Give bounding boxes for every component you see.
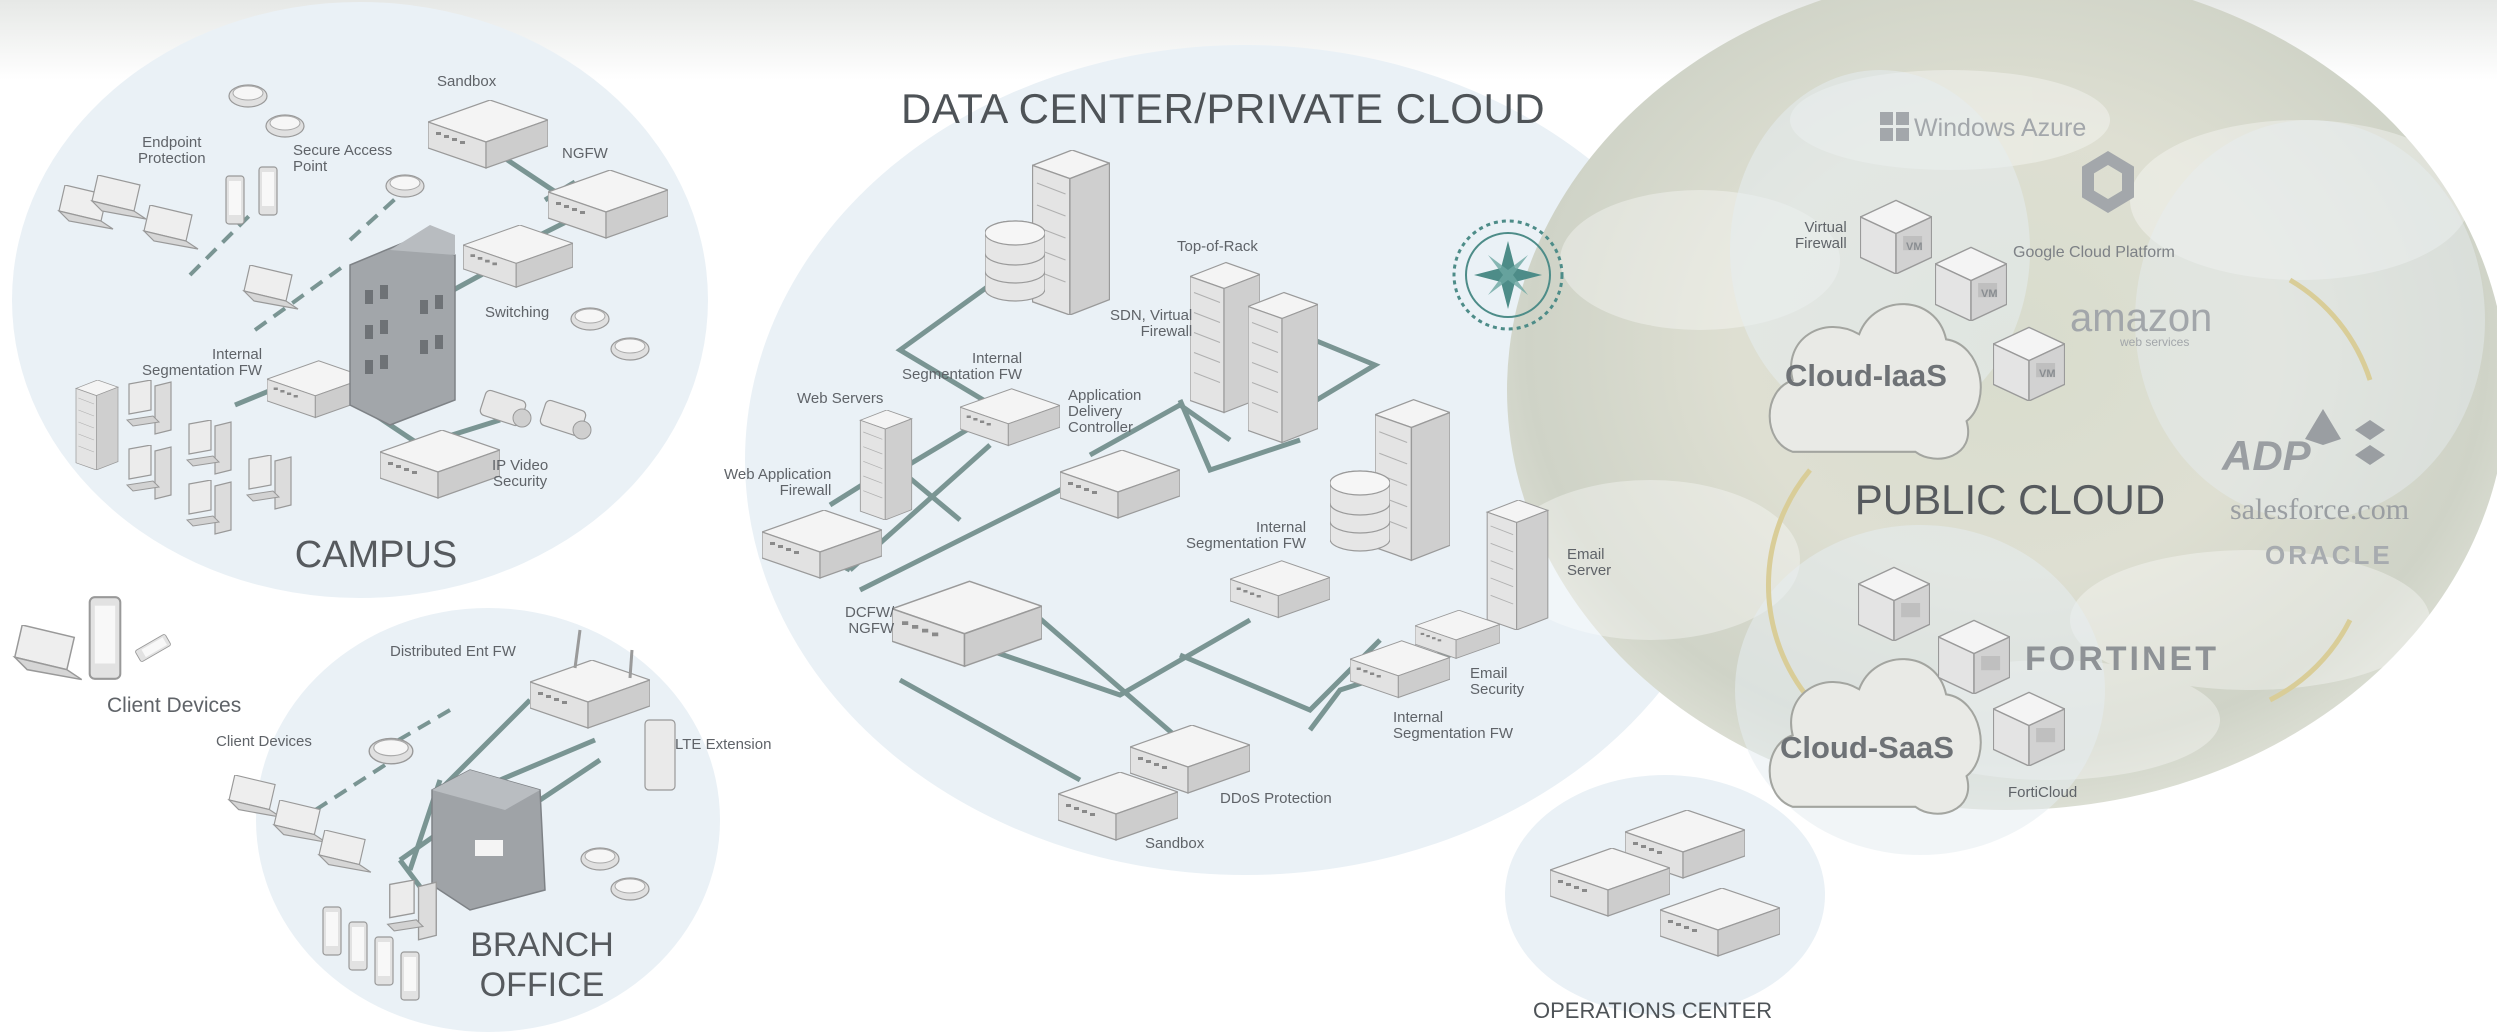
- cloud-ring-arc-left: [1766, 468, 1812, 702]
- campus-phone-2: [258, 166, 278, 216]
- dc-top-of-rack-label: Top-of-Rack: [1177, 238, 1258, 255]
- campus-ap-2: [265, 114, 305, 138]
- campus-ap-5: [610, 337, 650, 361]
- campus-building-roof: [390, 225, 455, 255]
- branch-client-devices-label: Client Devices: [216, 733, 312, 750]
- saas-cube-2: [1938, 619, 2010, 694]
- adp-logo: ADP: [2222, 432, 2311, 479]
- campus-building-windows: [365, 285, 443, 374]
- campus-ap-3: [385, 174, 425, 198]
- datacenter-title: DATA CENTER/PRIVATE CLOUD: [901, 85, 1546, 132]
- branch-phone-1: [322, 906, 342, 956]
- dc-sandbox-label: Sandbox: [1145, 835, 1205, 852]
- dc-web-servers-label: Web Servers: [797, 390, 884, 407]
- client-phone: [133, 632, 173, 664]
- campus-isfw-label: Internal Segmentation FW: [142, 346, 263, 379]
- vm-tag-3: VM: [2039, 368, 2056, 380]
- branch-lte-extension-label: LTE Extension: [675, 736, 772, 753]
- dc-top-database: [985, 220, 1045, 302]
- client-devices-label: Client Devices: [107, 694, 242, 717]
- dc-waf-label: Web Application Firewall: [724, 466, 832, 499]
- datacenter-devices: [762, 150, 1564, 841]
- iaas-vm-cube-1: [1860, 199, 1932, 274]
- dc-isfw-top-label: Internal Segmentation FW: [902, 350, 1023, 383]
- branch-building-roof: [432, 770, 540, 810]
- saas-apps-subzone: [2135, 120, 2485, 520]
- cloud-virtual-firewall-label: Virtual Firewall: [1795, 219, 1847, 252]
- dc-top-of-rack-2: [1248, 291, 1318, 444]
- branch-building-window: [475, 840, 503, 856]
- branch-phone-4: [400, 951, 420, 1001]
- forticloud-label: FortiCloud: [2008, 784, 2078, 801]
- windows-azure-logo-icon: [1880, 112, 1909, 141]
- dc-isfw-mid-label: Internal Segmentation FW: [1186, 519, 1307, 552]
- dc-email-server-label: Email Server: [1567, 546, 1612, 579]
- iaas-vm-cube-2: [1935, 246, 2007, 321]
- campus-sandbox-label: Sandbox: [437, 73, 497, 90]
- saas-cube-3: [1993, 691, 2065, 766]
- branch-ap-3: [610, 877, 650, 901]
- public-cloud-devices: [1768, 112, 2385, 815]
- dc-web-servers: [859, 410, 913, 520]
- vm-tag-1: VM: [1906, 241, 1923, 253]
- client-devices-group: [13, 596, 173, 681]
- cloud-saas-label: Cloud-SaaS: [1780, 730, 1954, 765]
- branch-title: BRANCH OFFICE: [470, 926, 614, 1004]
- dc-compass-icon: [1452, 219, 1564, 331]
- windows-azure-label: Windows Azure: [1914, 114, 2087, 142]
- oracle-logo: ORACLE: [2265, 540, 2393, 570]
- campus-ap-4: [570, 307, 610, 331]
- branch-ap: [368, 737, 414, 765]
- iaas-vm-cube-3: [1993, 326, 2065, 401]
- client-laptop: [13, 625, 83, 681]
- cloud-iaas-label: Cloud-IaaS: [1785, 358, 1947, 393]
- branch-distributed-fw-label: Distributed Ent FW: [390, 643, 516, 660]
- saas-cube-1: [1858, 566, 1930, 641]
- fortinet-logo: FORTINET: [2025, 640, 2219, 678]
- campus-wireless-links: [188, 188, 407, 332]
- campus-endpoint-protection-label: Endpoint Protection: [138, 134, 206, 167]
- campus-server-rack: [75, 380, 119, 470]
- dc-email-security-label: Email Security: [1470, 665, 1525, 698]
- dc-sdn-virtual-firewall-label: SDN, Virtual Firewall: [1110, 307, 1193, 340]
- campus-devices: [58, 84, 668, 535]
- dc-mid-database: [1330, 470, 1390, 552]
- branch-ap-2: [580, 847, 620, 871]
- dc-ddos-protection-label: DDoS Protection: [1220, 790, 1332, 807]
- campus-ap-1: [228, 84, 268, 108]
- operations-title: OPERATIONS CENTER: [1533, 998, 1773, 1023]
- dc-isfw-low-label: Internal Segmentation FW: [1393, 709, 1514, 742]
- vm-tag-2: VM: [1981, 288, 1998, 300]
- campus-ngfw-label: NGFW: [562, 145, 608, 162]
- branch-devices: [228, 629, 676, 1001]
- campus-title: CAMPUS: [294, 534, 458, 576]
- branch-lte-device: [644, 719, 676, 791]
- campus-secure-access-point-label: Secure Access Point: [293, 142, 393, 175]
- client-tablet: [88, 596, 122, 680]
- google-cloud-label: Google Cloud Platform: [2013, 244, 2175, 261]
- public-cloud-title: PUBLIC CLOUD: [1854, 476, 2166, 523]
- google-cloud-logo-icon: [2082, 151, 2134, 213]
- branch-phone-3: [374, 936, 394, 986]
- amazon-sub-label: web services: [2120, 335, 2190, 349]
- campus-switching-label: Switching: [485, 304, 550, 321]
- branch-phone-2: [348, 921, 368, 971]
- campus-ip-camera-2: [539, 399, 592, 440]
- cloud-ring-arc-lower: [2268, 618, 2353, 703]
- campus-phone-1: [225, 175, 245, 225]
- salesforce-logo: salesforce.com: [2230, 493, 2410, 526]
- amazon-label: amazon: [2070, 296, 2213, 340]
- dc-email-server: [1486, 500, 1549, 630]
- dc-dcfw-ngfw-label: DCFW/ NGFW: [845, 604, 895, 637]
- dc-adc-label: Application Delivery Controller: [1068, 387, 1142, 436]
- campus-ip-camera-1: [479, 389, 532, 428]
- cloud-ring-arc-upper: [2288, 277, 2373, 381]
- campus-ip-video-label: IP Video Security: [492, 457, 549, 490]
- dropbox-logo-icon: [2305, 409, 2385, 465]
